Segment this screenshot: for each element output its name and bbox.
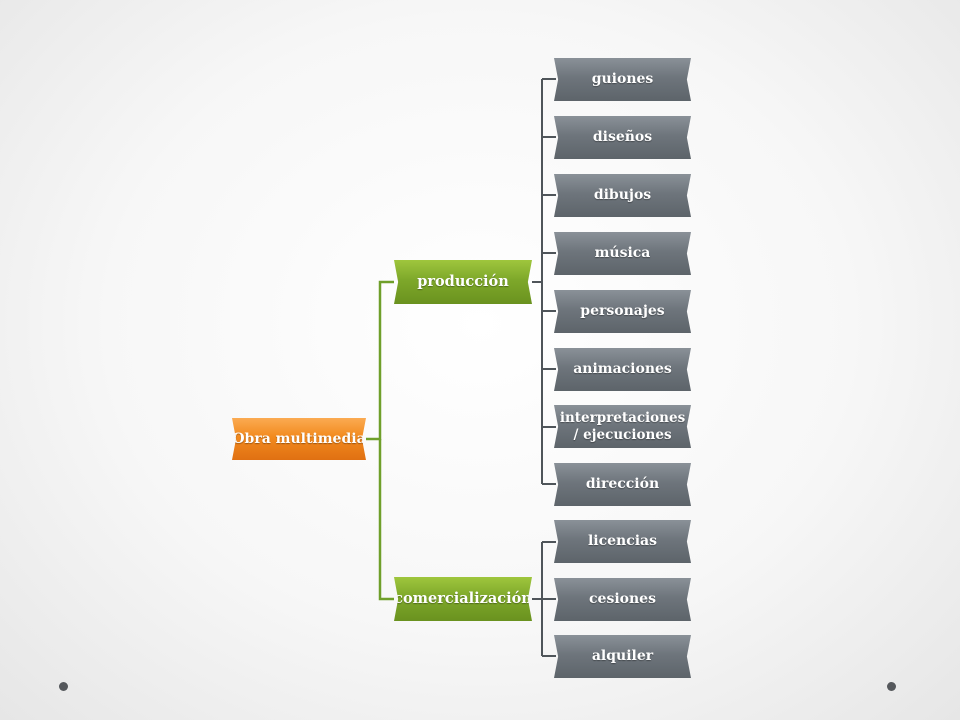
node-cesiones: cesiones [554, 578, 691, 621]
node-label: comercialización [394, 590, 532, 608]
node-label: alquiler [591, 648, 654, 665]
node-produccion: producción [394, 260, 532, 304]
node-direccion: dirección [554, 463, 691, 506]
node-personajes: personajes [554, 290, 691, 333]
node-animaciones: animaciones [554, 348, 691, 391]
node-alquiler: alquiler [554, 635, 691, 678]
node-label: interpretaciones / ejecuciones [559, 410, 686, 443]
slide-corner-dot-right [887, 682, 896, 691]
node-label: música [594, 245, 651, 262]
node-licencias: licencias [554, 520, 691, 563]
node-label: animaciones [573, 361, 672, 378]
node-label: producción [417, 273, 509, 291]
node-guiones: guiones [554, 58, 691, 101]
node-label: personajes [580, 303, 665, 320]
connector-root-to-produccion [366, 280, 394, 441]
node-label: guiones [591, 71, 654, 88]
node-label: cesiones [589, 591, 656, 608]
node-musica: música [554, 232, 691, 275]
node-label: Obra multimedia [232, 430, 366, 447]
node-disenos: diseños [554, 116, 691, 159]
node-comercializacion: comercialización [394, 577, 532, 621]
node-label: licencias [587, 533, 658, 550]
node-interpretaciones-ejecuciones: interpretaciones / ejecuciones [554, 405, 691, 448]
node-dibujos: dibujos [554, 174, 691, 217]
node-obra-multimedia: Obra multimedia [232, 418, 366, 460]
slide-corner-dot-left [59, 682, 68, 691]
node-label: dibujos [593, 187, 652, 204]
node-label: diseños [592, 129, 653, 146]
node-label: dirección [585, 476, 660, 493]
connector-root-to-comercializacion [378, 439, 394, 601]
